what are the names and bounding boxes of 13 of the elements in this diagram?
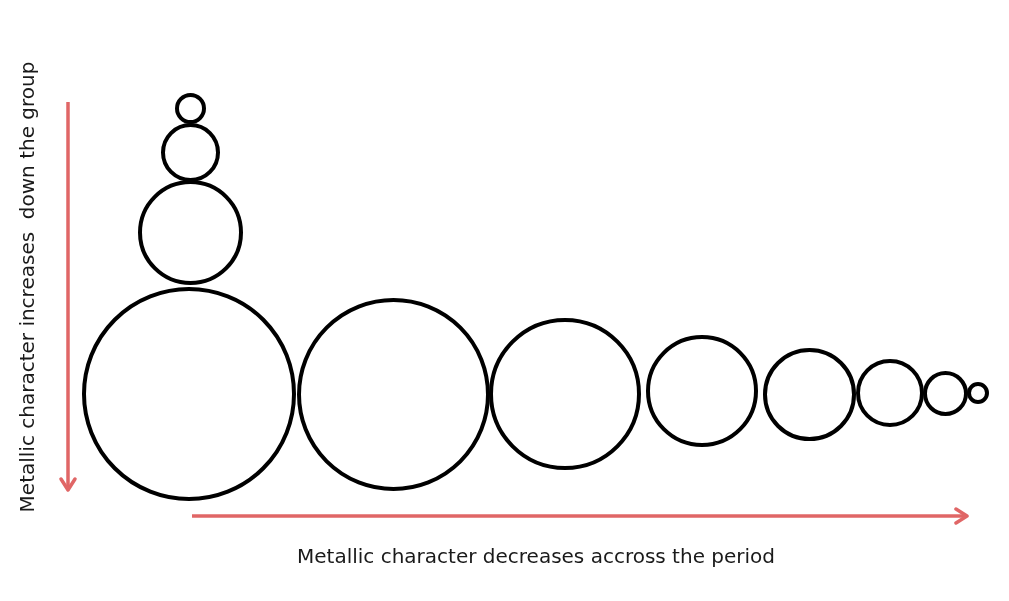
trend-label: Metallic character decreases accross the period — [297, 544, 775, 568]
circle-outline — [489, 318, 641, 470]
circle-outline — [160, 122, 220, 182]
circle-outline — [922, 370, 968, 416]
circle-outline — [82, 287, 296, 501]
circle-outline — [137, 179, 243, 285]
circle-outline — [967, 382, 989, 404]
circle-outline — [296, 297, 490, 491]
circle-outline — [174, 92, 206, 124]
circle-outline — [646, 335, 758, 447]
circle-outline — [856, 359, 924, 427]
trend-label: Metallic character increases down the group — [15, 61, 39, 513]
circle-outline — [762, 347, 856, 441]
